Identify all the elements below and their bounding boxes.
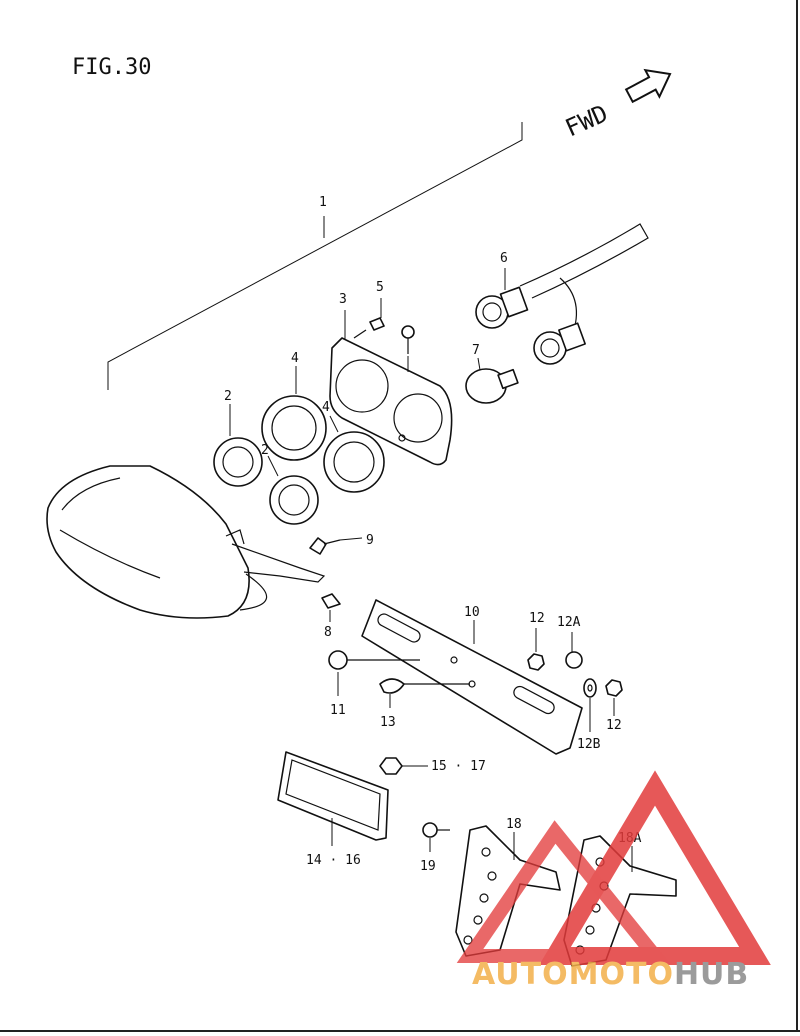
callout-12: 12 <box>529 611 545 626</box>
callout-4b: 4 <box>322 400 330 415</box>
callout-18: 18 <box>506 817 522 832</box>
callout-9: 9 <box>366 533 374 548</box>
part-12-nut <box>527 653 545 671</box>
part-3-lens-plate <box>329 337 453 466</box>
part-4-ring-b <box>323 431 385 493</box>
callout-5: 5 <box>376 280 384 295</box>
callout-12b: 12B <box>577 737 601 752</box>
tail-lamp-housing <box>46 465 326 619</box>
part-12a-flange-nut <box>565 651 583 669</box>
logo-text-auto: AUTO <box>472 957 569 992</box>
callout-15-17: 15 · 17 <box>431 759 486 774</box>
callout-3: 3 <box>339 292 347 307</box>
callout-1: 1 <box>319 195 327 210</box>
part-6-socket-harness <box>475 223 649 365</box>
part-7-bulb <box>465 368 519 404</box>
fwd-arrow-icon <box>624 68 672 104</box>
part-4-ring-a <box>261 395 327 461</box>
logo-text-moto: MOTO <box>569 957 674 992</box>
direction-label: FWD <box>561 99 612 142</box>
part-19-bolt <box>422 822 450 838</box>
part-14-reflector <box>277 751 389 841</box>
leader-7 <box>477 357 481 371</box>
svg-text:AUTOMOTOHUB: AUTOMOTOHUB <box>472 957 749 992</box>
callout-19: 19 <box>420 859 436 874</box>
leader-9 <box>339 537 363 541</box>
part-2-retainer-a <box>213 437 263 487</box>
part-9-screw <box>309 537 341 555</box>
callout-12a: 12A <box>557 615 581 630</box>
callout-10: 10 <box>464 605 480 620</box>
callout-11: 11 <box>330 703 346 718</box>
assembly-bracket-line <box>107 122 523 390</box>
callout-7: 7 <box>472 343 480 358</box>
part-2-retainer-b <box>269 475 319 525</box>
automotohub-logo: AUTOMOTOHUB <box>456 770 771 992</box>
part-15-nut <box>379 757 403 775</box>
logo-text-hub: HUB <box>674 957 749 992</box>
part-5-screw <box>353 317 385 339</box>
callout-2a: 2 <box>224 389 232 404</box>
figure-title: FIG.30 <box>72 55 151 80</box>
part-12b-washer <box>583 678 597 698</box>
callout-4a: 4 <box>291 351 299 366</box>
callout-6: 6 <box>500 251 508 266</box>
callout-13: 13 <box>380 715 396 730</box>
part-12-nut-b <box>605 679 623 697</box>
callout-2b: 2 <box>261 443 269 458</box>
leader-2b <box>267 455 279 477</box>
part-11-bolt <box>328 650 420 670</box>
part-13-grommet <box>379 678 470 694</box>
part-8-clip <box>321 593 341 609</box>
part-5-screw-b <box>401 325 415 354</box>
leader-4b <box>329 415 339 433</box>
callout-8: 8 <box>324 625 332 640</box>
part-10-bracket-plate <box>361 599 583 755</box>
callout-12c: 12 <box>606 718 622 733</box>
callout-14-16: 14 · 16 <box>306 853 361 868</box>
